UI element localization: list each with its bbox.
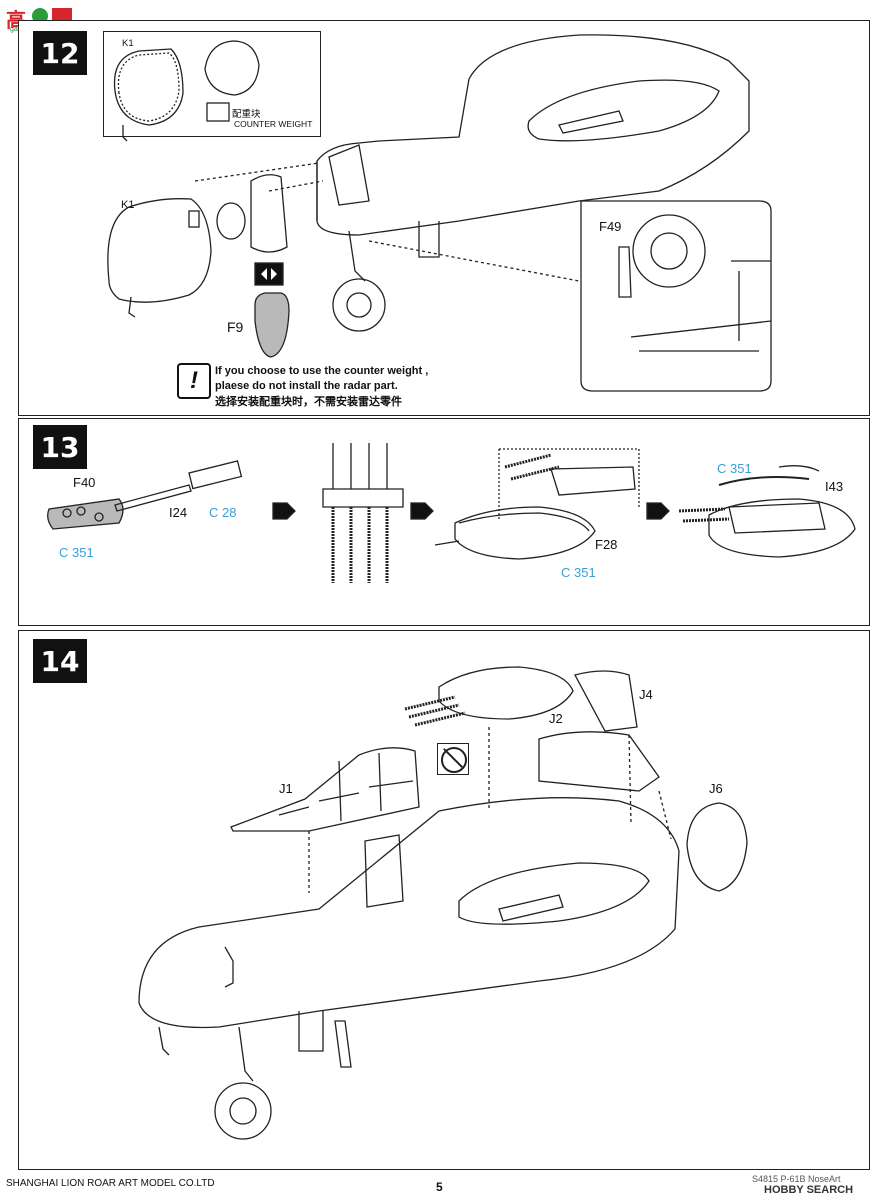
f28-label: F28 (595, 537, 618, 552)
warning-line-1: If you choose to use the counter weight … (215, 365, 429, 377)
step-14-drawing (138, 666, 748, 1140)
page-number: 5 (436, 1180, 443, 1194)
k1-label: K1 (121, 199, 135, 211)
inset-k1-label: K1 (122, 38, 134, 49)
warning-line-2: plaese do not install the radar part. (215, 380, 398, 392)
step-13-panel: 13 F40 I24 C 28 C 351 F28 C 351 C 351 I4… (18, 418, 870, 626)
j2-label: J2 (549, 711, 563, 726)
watermark-text: HOBBY SEARCH (764, 1184, 854, 1196)
step-number-badge: 14 (33, 639, 87, 683)
j1-label: J1 (279, 781, 293, 796)
warning-line-3: 选择安装配重块时，不需安装雷达零件 (215, 395, 402, 408)
f49-label: F49 (599, 219, 622, 234)
step-number-badge: 12 (33, 31, 87, 75)
counter-weight-inset: K1 配重块 COUNTER WEIGHT (103, 31, 321, 137)
no-glue-icon (437, 743, 469, 775)
step-13-drawing (47, 443, 856, 583)
f9-label: F9 (227, 319, 244, 335)
i24-label: I24 (169, 505, 188, 520)
step-number-badge: 13 (33, 425, 87, 469)
i43-label: I43 (825, 479, 844, 494)
weight-en-label: COUNTER WEIGHT (234, 119, 313, 129)
j6-label: J6 (709, 781, 723, 796)
step-14-panel: 14 J1 J2 J4 J6 (18, 630, 870, 1170)
weight-cn-label: 配重块 (232, 109, 261, 120)
warning-text: If you choose to use the counter weight … (215, 364, 428, 409)
warning-icon: ! (177, 363, 211, 399)
footer-code: S4815 P-61B NoseArt (752, 1174, 841, 1184)
step-12-panel: 12 K1 配重块 COUNTER WEIGHT K1 F9 F49 ! If … (18, 20, 870, 416)
c351-label-a: C 351 (59, 545, 94, 560)
j4-label: J4 (639, 687, 653, 702)
c351-label-b: C 351 (561, 565, 596, 580)
c28-label: C 28 (209, 505, 237, 520)
c351-label-c: C 351 (717, 461, 752, 476)
step-12-drawing (107, 34, 772, 392)
f40-label: F40 (73, 475, 96, 490)
footer-company: SHANGHAI LION ROAR ART MODEL CO.LTD (6, 1178, 215, 1189)
